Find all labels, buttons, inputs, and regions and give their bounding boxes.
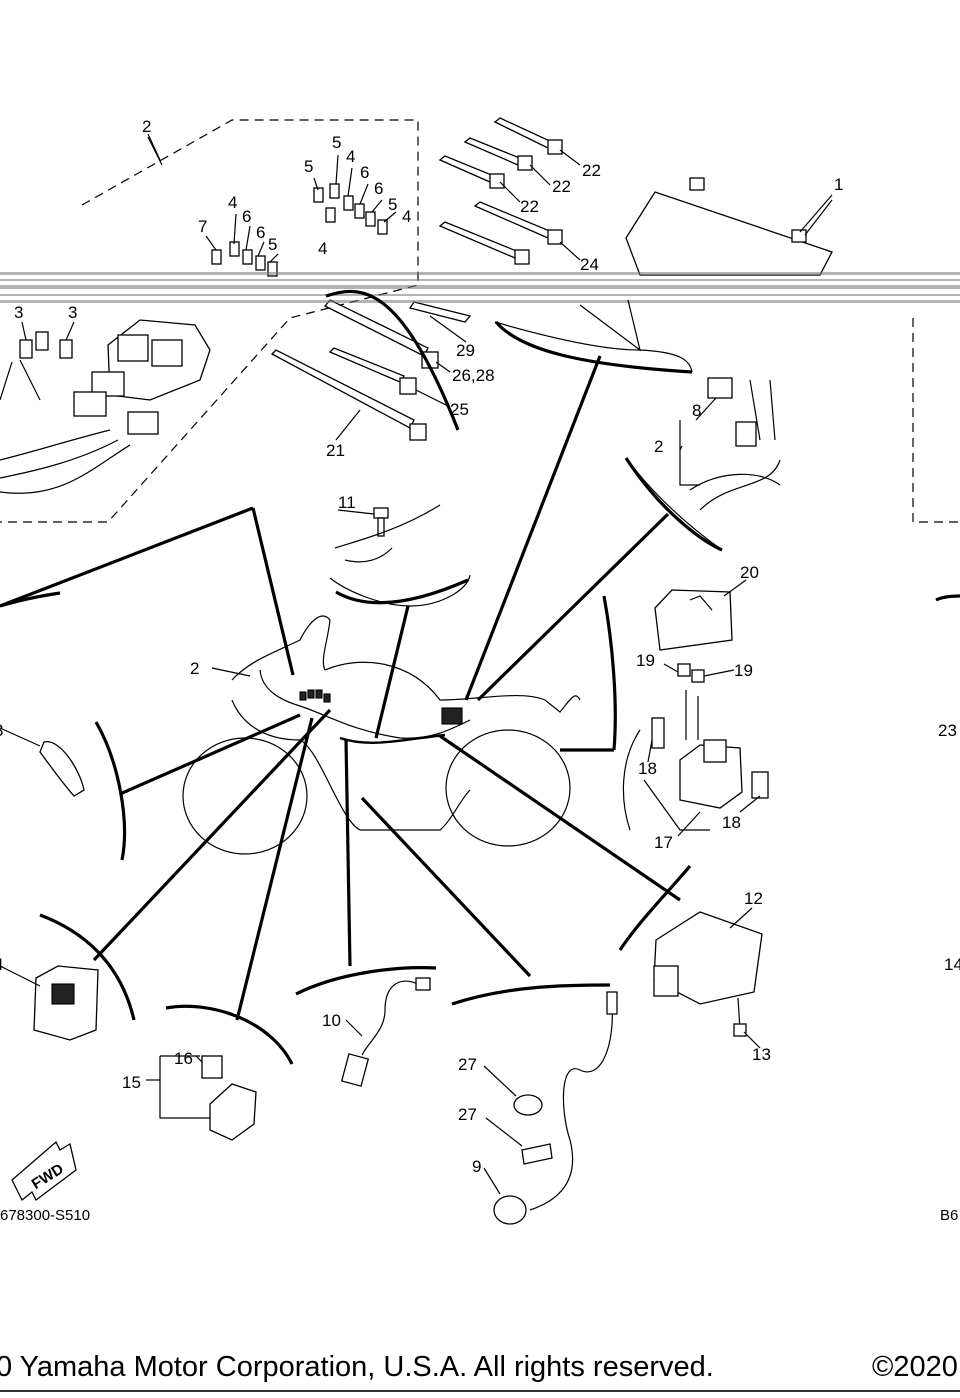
callout-29: 29 — [456, 341, 475, 360]
callout-3: 3 — [68, 303, 77, 322]
callout-5: 5 — [304, 157, 313, 176]
callout-22: 22 — [520, 197, 539, 216]
callout-4: 4 — [346, 147, 355, 166]
callout-6: 6 — [256, 223, 265, 242]
relay-14 — [33, 965, 99, 1041]
callout-22: 22 — [582, 161, 601, 180]
ground-bolt-11 — [329, 504, 471, 607]
callout-16: 16 — [174, 1049, 193, 1068]
starter-relay-17 — [622, 663, 769, 831]
cable-ties — [270, 117, 563, 441]
callout-labels: 1 2 2 2 3 3 4 4 4 4 5 5 5 5 6 6 6 6 7 8 … — [0, 117, 960, 1176]
battery-box-outline — [494, 321, 693, 373]
callout-4: 4 — [318, 239, 327, 258]
callout-21: 21 — [326, 441, 345, 460]
callout-17: 17 — [654, 833, 673, 852]
callout-18: 18 — [638, 759, 657, 778]
callout-12: 12 — [744, 889, 763, 908]
callout-6: 6 — [374, 179, 383, 198]
callout-5: 5 — [388, 195, 397, 214]
footer-rule — [0, 1390, 960, 1392]
callout-9: 9 — [472, 1157, 481, 1176]
callout-8: 8 — [692, 401, 701, 420]
horn-9 — [493, 991, 618, 1225]
callout-3: 3 — [14, 303, 23, 322]
copyright-right: ©2020 — [872, 1351, 958, 1383]
relay-20 — [654, 589, 733, 651]
reference-code-left: 678300-S510 — [0, 1207, 90, 1224]
callout-20: 20 — [740, 563, 759, 582]
callout-24: 24 — [580, 255, 599, 274]
callout-19: 19 — [636, 651, 655, 670]
callout-13: 13 — [752, 1045, 771, 1064]
fuse-kit-group-box — [0, 119, 419, 523]
sensor-10 — [340, 977, 431, 1087]
callout-2: 2 — [654, 437, 663, 456]
callout-14-cut: 14 — [944, 955, 960, 974]
battery — [625, 177, 833, 276]
callout-25: 25 — [450, 400, 469, 419]
motorcycle-outline — [182, 615, 581, 855]
callout-1: 1 — [834, 175, 843, 194]
callout-5: 5 — [268, 235, 277, 254]
callout-19: 19 — [734, 661, 753, 680]
rectifier-regulator-12 — [653, 911, 763, 1037]
connector-8-detail — [625, 377, 781, 551]
callout-10: 10 — [322, 1011, 341, 1030]
callout-26-28: 26,28 — [452, 366, 495, 385]
callout-22: 22 — [552, 177, 571, 196]
copyright-left: 0 Yamaha Motor Corporation, U.S.A. All r… — [0, 1351, 714, 1383]
callout-4-cut: 4 — [0, 955, 3, 974]
callout-7: 7 — [198, 217, 207, 236]
callout-2: 2 — [142, 117, 151, 136]
callout-4: 4 — [228, 193, 237, 212]
callout-18: 18 — [722, 813, 741, 832]
callout-11: 11 — [338, 493, 356, 512]
callout-27: 27 — [458, 1055, 477, 1074]
callout-23-cut: 23 — [938, 721, 957, 740]
callout-6: 6 — [360, 163, 369, 182]
callout-leaders — [0, 133, 833, 1195]
scan-noise-band — [0, 272, 960, 303]
callout-3-cut: 3 — [0, 721, 3, 740]
callout-2: 2 — [190, 659, 199, 678]
connector-15-16 — [159, 1055, 257, 1141]
callout-15: 15 — [122, 1073, 141, 1092]
fwd-arrow: FWD — [11, 1140, 77, 1202]
fuse-cluster — [19, 183, 388, 359]
right-group-box — [912, 318, 960, 523]
strap-3 — [39, 741, 85, 797]
callout-6: 6 — [242, 207, 251, 226]
callout-5: 5 — [332, 133, 341, 152]
leader-lines — [0, 289, 960, 1065]
callout-27: 27 — [458, 1105, 477, 1124]
callout-4: 4 — [402, 207, 411, 226]
reference-code-right: B6 — [940, 1207, 958, 1224]
junction-box-assembly — [0, 319, 211, 494]
